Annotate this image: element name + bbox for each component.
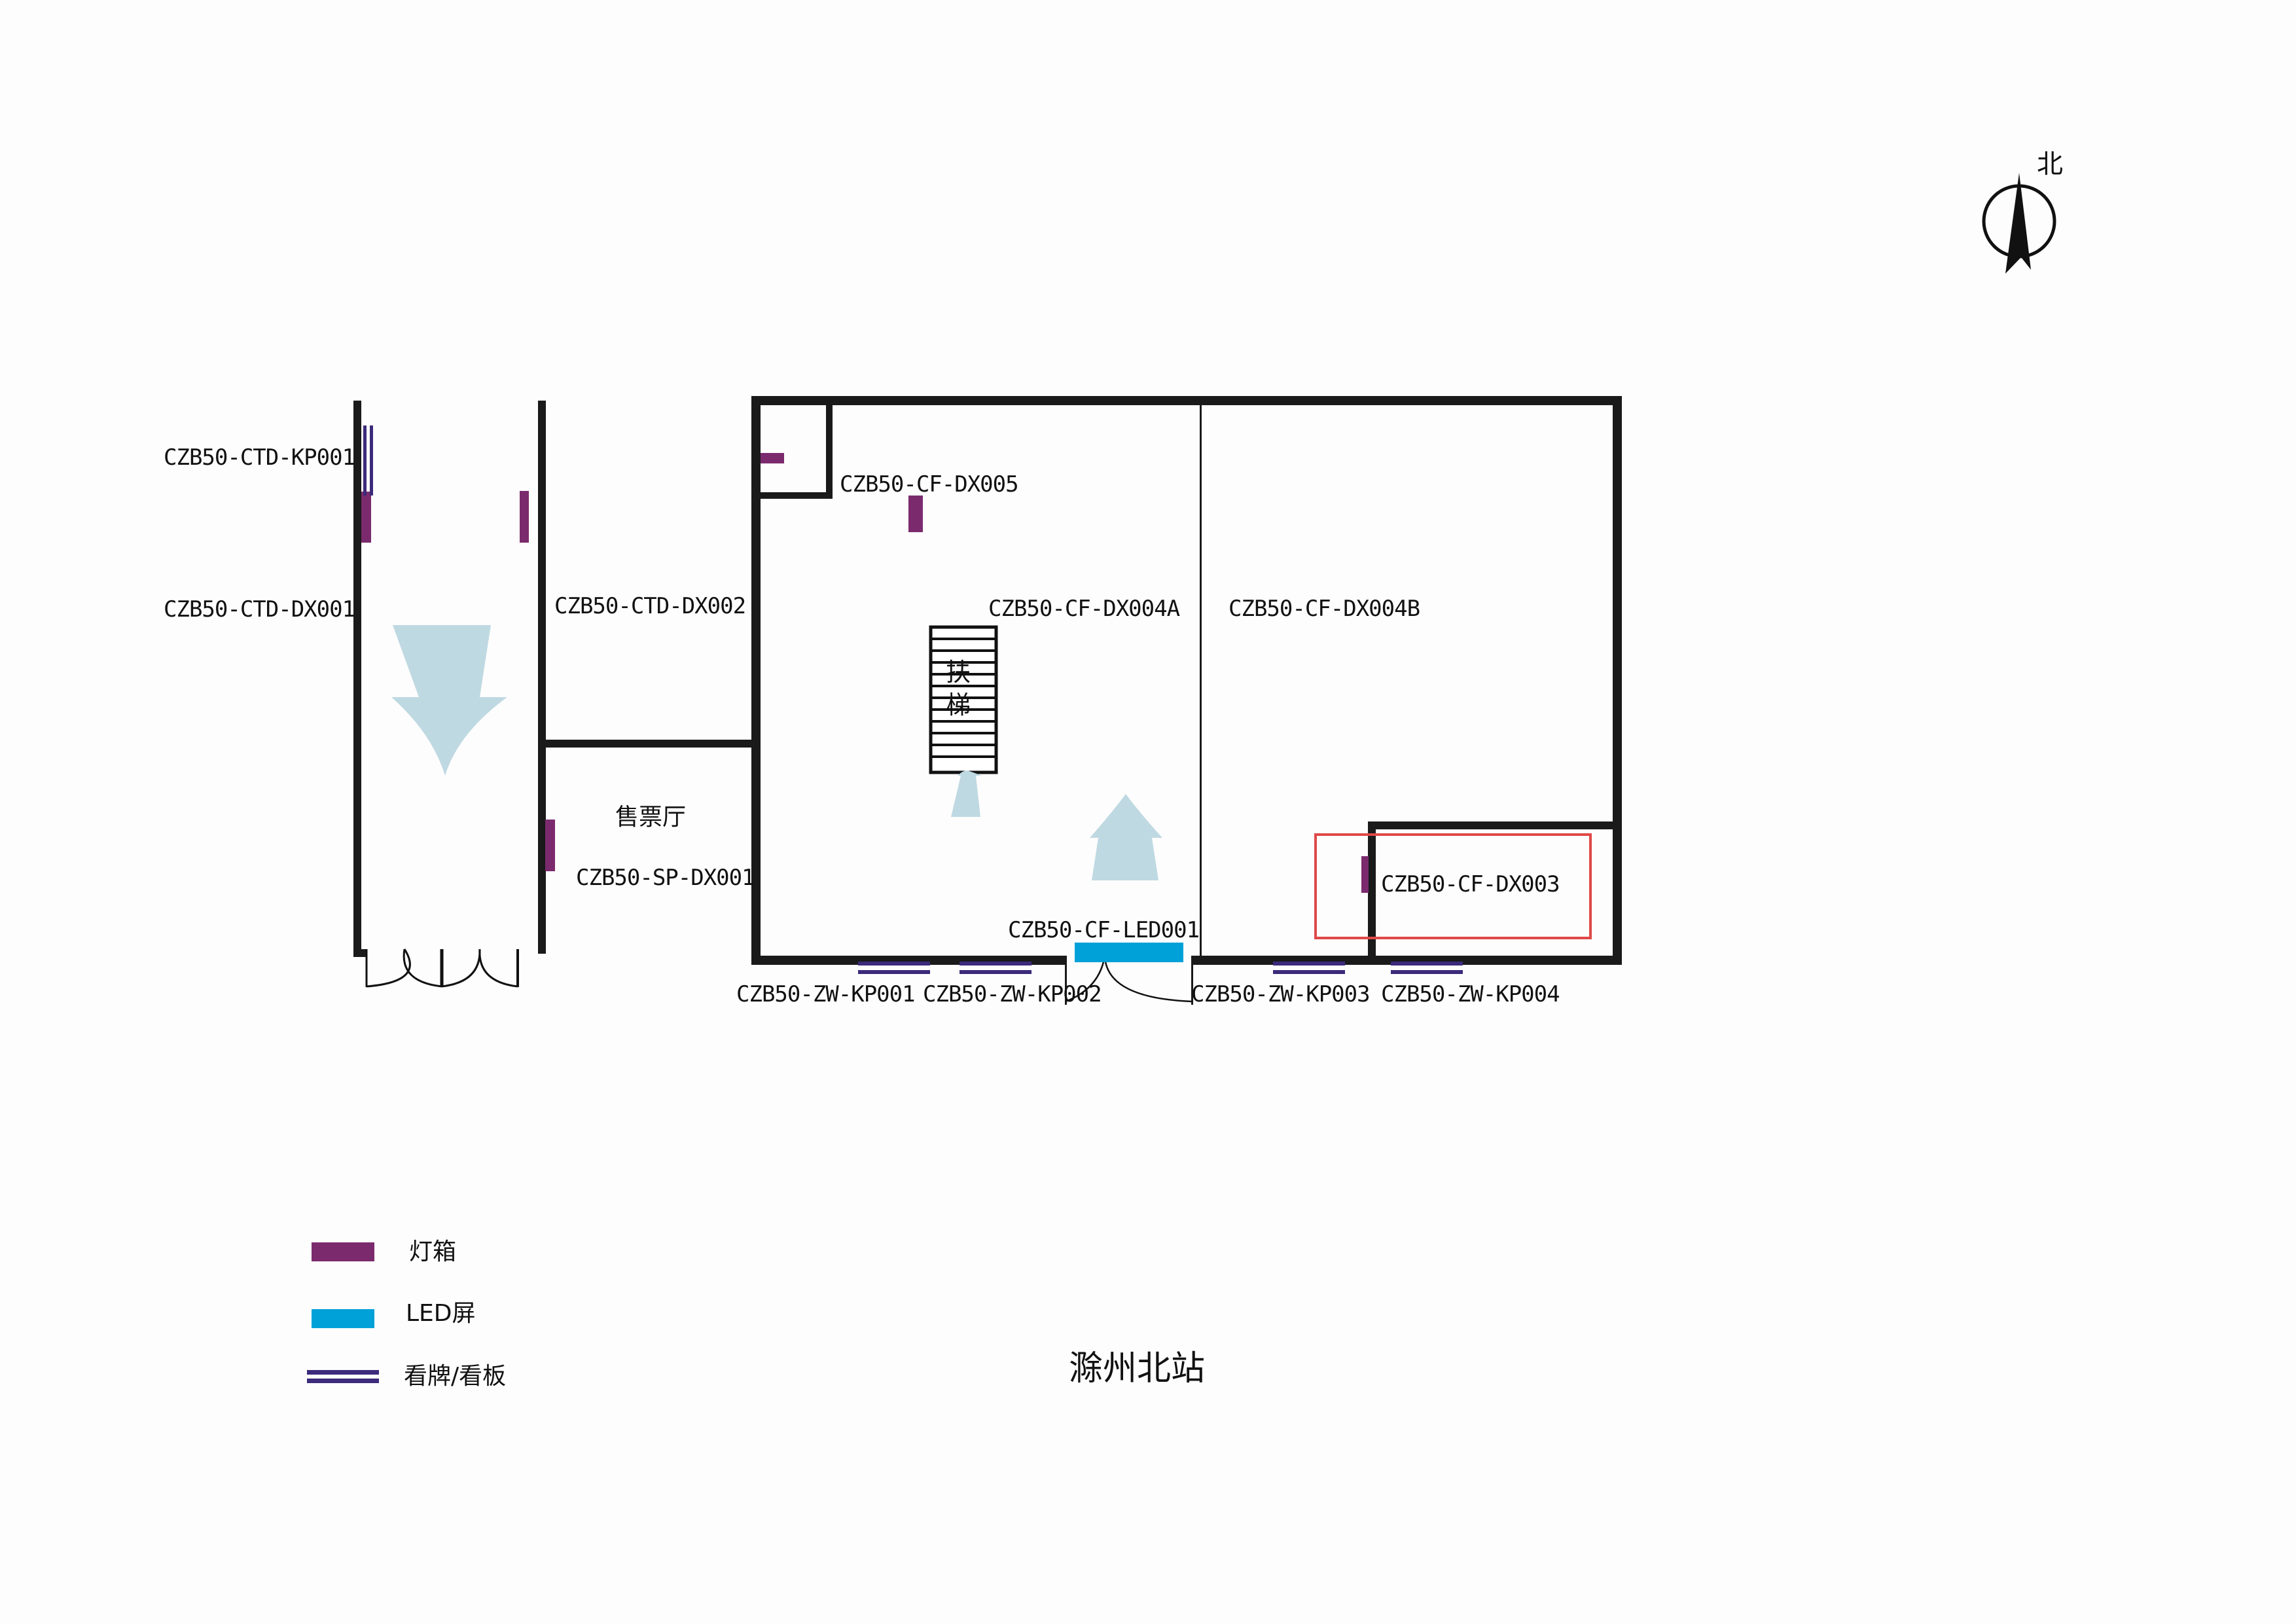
station-title: 滁州北站 xyxy=(1069,1349,1205,1388)
north-label: 北 xyxy=(2037,149,2063,179)
label-cf-dx003: CZB50-CF-DX003 xyxy=(1381,871,1560,897)
escalator-label-2: 梯 xyxy=(946,691,971,719)
legend-label-led: LED屏 xyxy=(406,1300,476,1327)
label-zw-kp004: CZB50-ZW-KP004 xyxy=(1381,981,1560,1007)
label-ctd-dx002: CZB50-CTD-DX002 xyxy=(554,593,745,619)
billboard-zw-kp001[interactable] xyxy=(858,962,930,974)
label-sp-dx001: CZB50-SP-DX001 xyxy=(576,865,755,891)
north-compass: 北 xyxy=(1982,149,2063,274)
lightbox-cf-dx004[interactable] xyxy=(908,496,923,532)
flow-arrows xyxy=(391,625,1162,880)
label-cf-led001: CZB50-CF-LED001 xyxy=(1008,917,1199,943)
billboards xyxy=(363,425,1463,974)
legend-label-lightbox: 灯箱 xyxy=(409,1238,456,1265)
lightbox-sp-dx001[interactable] xyxy=(545,820,555,871)
legend-swatch-billboard-bottom xyxy=(307,1379,379,1383)
label-zw-kp001: CZB50-ZW-KP001 xyxy=(736,981,915,1007)
escalator: 扶 梯 xyxy=(929,625,998,774)
label-cf-dx004b: CZB50-CF-DX004B xyxy=(1229,596,1420,622)
arrow-up-large-icon xyxy=(1090,794,1162,880)
sign-labels: CZB50-CTD-KP001 CZB50-CTD-DX001 CZB50-CT… xyxy=(164,444,1560,1007)
label-cf-dx005: CZB50-CF-DX005 xyxy=(840,471,1018,497)
label-ctd-dx001: CZB50-CTD-DX001 xyxy=(164,596,355,623)
arrow-down-icon xyxy=(391,625,507,776)
label-zw-kp002: CZB50-ZW-KP002 xyxy=(923,981,1102,1007)
billboard-zw-kp004[interactable] xyxy=(1391,962,1463,974)
billboard-ctd-kp001[interactable] xyxy=(363,425,373,496)
billboard-zw-kp002[interactable] xyxy=(960,962,1031,974)
lightbox-ctd-dx002[interactable] xyxy=(520,491,529,543)
label-ctd-kp001: CZB50-CTD-KP001 xyxy=(164,444,355,471)
billboard-zw-kp003[interactable] xyxy=(1273,962,1345,974)
main-building-walls xyxy=(751,396,1622,1005)
lightbox-cf-dx005[interactable] xyxy=(761,453,784,463)
corridor-doors xyxy=(365,948,519,988)
ticket-hall-walls xyxy=(541,740,757,748)
legend-swatch-billboard-top xyxy=(307,1370,379,1375)
highlight-box xyxy=(1314,833,1592,939)
lightbox-cf-dx003[interactable] xyxy=(1361,856,1369,893)
escalator-label-1: 扶 xyxy=(946,658,971,687)
led-screen-cf-led001[interactable] xyxy=(1075,943,1183,962)
arrow-up-small-icon xyxy=(951,770,982,817)
legend-swatch-led xyxy=(312,1309,374,1328)
ticket-hall-label: 售票厅 xyxy=(615,804,686,831)
legend-label-billboard: 看牌/看板 xyxy=(404,1363,506,1390)
label-zw-kp003: CZB50-ZW-KP003 xyxy=(1191,981,1370,1007)
lightbox-ctd-dx001[interactable] xyxy=(361,492,371,543)
label-cf-dx004a: CZB50-CF-DX004A xyxy=(988,596,1180,622)
lightboxes xyxy=(361,453,1369,893)
north-arrow-icon xyxy=(2005,173,2031,274)
corridor-walls xyxy=(353,401,546,957)
legend-swatch-lightbox xyxy=(312,1242,374,1261)
legend: 灯箱 LED屏 看牌/看板 xyxy=(307,1238,506,1390)
